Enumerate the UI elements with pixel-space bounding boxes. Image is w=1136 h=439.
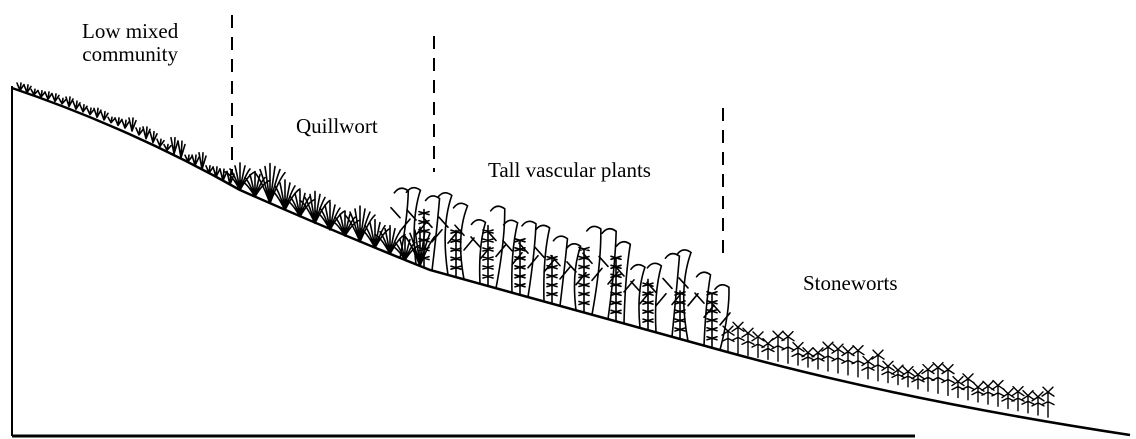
low-community-plant [52,94,59,102]
stonewort-plant [962,374,974,400]
stonewort-plant [742,328,754,355]
low-community-plant [129,118,136,131]
low-community-plant [178,141,185,158]
low-community-plant [59,98,66,103]
stonewort-plant [782,332,794,364]
low-community-plant [101,112,108,120]
stonewort-plant [972,382,984,402]
low-community-plant [80,105,87,112]
low-community-plant [115,118,122,125]
zone-label-low-mixed: Low mixed community [82,20,178,66]
low-community-plant [73,101,80,109]
stonewort-plant [982,381,994,404]
stonewort-plant [1002,389,1014,409]
tall-vascular-plant [535,225,554,301]
tall-vascular-plant [599,229,618,319]
low-community-plant [143,127,150,139]
vegetation-group [17,83,1054,417]
low-community-plant [38,91,45,97]
zone-label-quillwort: Quillwort [296,115,378,138]
stonewort-plant [932,363,944,394]
zone-label-low-mixed-line1: Low mixed [82,20,178,43]
low-community-plant [136,128,143,135]
stonewort-plant [732,322,744,353]
tall-vascular-plant [547,256,557,304]
stonewort-plant [882,361,894,382]
low-community-plant [171,138,178,154]
low-community-plant [150,132,157,143]
tall-vascular-plant [503,220,522,292]
low-community-plant [199,153,206,169]
tall-vascular-plant [631,265,650,328]
low-community-plant [87,108,94,114]
stonewort-plant [852,346,864,377]
stonewort-plant [792,342,804,365]
low-community-plant [94,108,101,117]
stonewort-plant [1042,387,1054,417]
stonewort-plant [722,326,734,351]
low-community-plant [157,139,164,146]
low-community-plant [66,97,73,106]
low-community-plant [45,92,52,99]
tall-vascular-plant [707,292,717,348]
stonewort-plant [952,377,964,398]
zone-label-low-mixed-line2: community [82,43,178,66]
tall-vascular-plant [471,220,490,284]
stonewort-plant [772,331,784,361]
zone-label-tall-vascular: Tall vascular plants [488,159,651,182]
zone-label-stoneworts: Stoneworts [803,272,898,295]
low-community-plant [108,117,115,122]
tall-vascular-plant [695,272,714,345]
tall-vascular-plant [583,226,602,314]
stonewort-plant [992,380,1004,406]
low-community-plant [122,120,129,128]
low-community-plant [164,145,171,151]
